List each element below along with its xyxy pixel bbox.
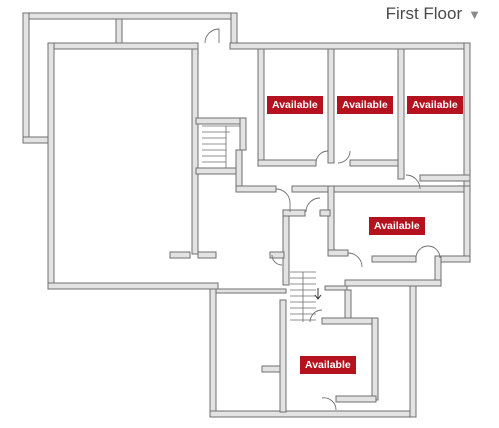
walls	[22, 12, 471, 418]
unit-available-badge[interactable]: Available	[337, 96, 393, 114]
stair-arrow-icon	[314, 288, 322, 300]
floor-selector[interactable]: First Floor ▼	[386, 4, 481, 24]
unit-available-badge[interactable]: Available	[407, 96, 463, 114]
floor-label[interactable]: First Floor	[385, 4, 463, 23]
stairs	[202, 125, 316, 322]
triangle-down-icon[interactable]: ▼	[468, 6, 481, 22]
unit-available-badge[interactable]: Available	[300, 356, 356, 374]
door-swings	[204, 28, 441, 411]
unit-available-badge[interactable]: Available	[369, 217, 425, 235]
unit-available-badge[interactable]: Available	[267, 96, 323, 114]
